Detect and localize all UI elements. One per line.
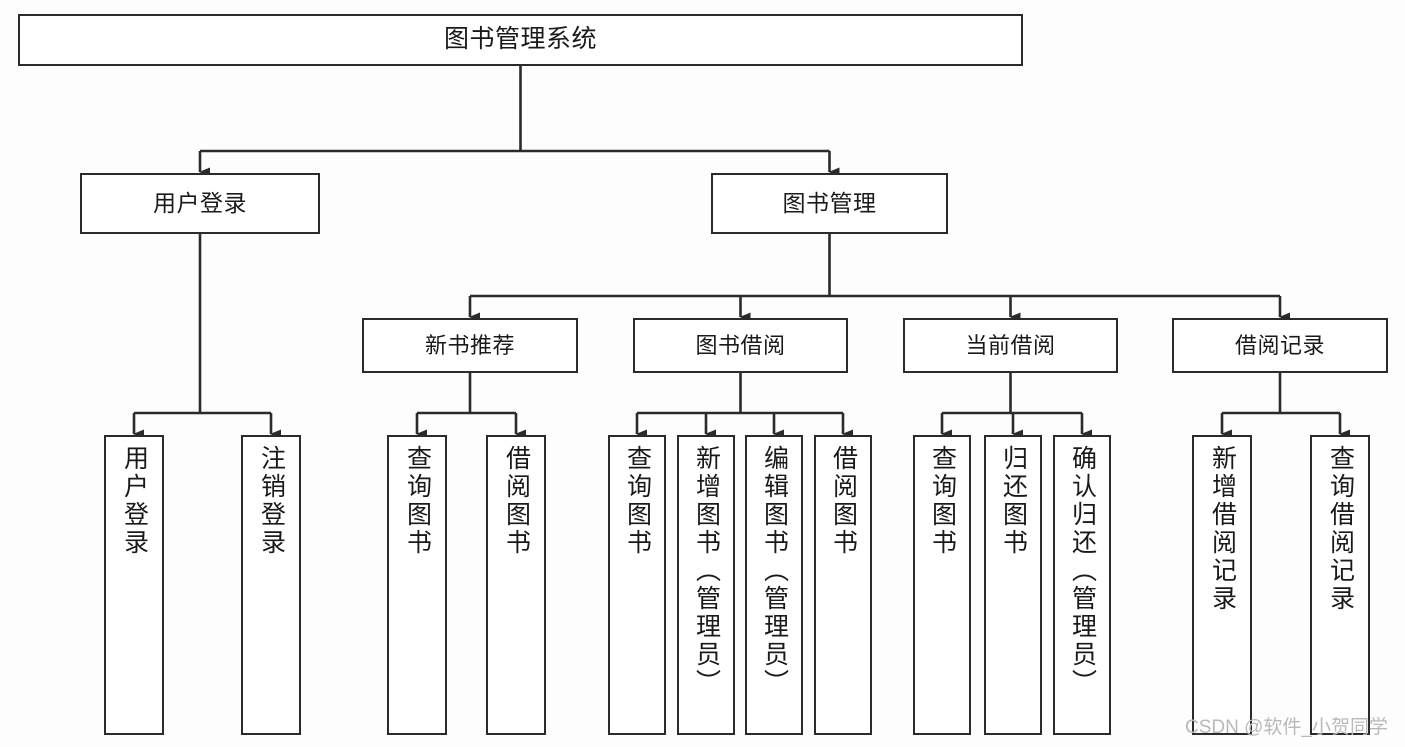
node-leaf-query-book-recommend[interactable]: 查询图书 [387,435,447,735]
node-label: 查询图书 [623,445,652,557]
node-current-borrow[interactable]: 当前借阅 [903,318,1118,373]
node-label: 图书管理系统 [443,25,597,54]
node-leaf-user-logout[interactable]: 注销登录 [241,435,301,735]
node-leaf-add-borrow-record[interactable]: 新增借阅记录 [1192,435,1252,735]
node-user-login[interactable]: 用户登录 [80,173,320,234]
node-leaf-return-book[interactable]: 归还图书 [984,435,1042,735]
node-label: 用户登录 [120,445,149,557]
node-label: 新增借阅记录 [1208,445,1237,613]
node-label: 新书推荐 [424,332,515,358]
node-leaf-edit-book[interactable]: 编辑图书（管理员） [745,435,803,735]
node-label: 借阅记录 [1234,332,1325,358]
node-label: 借阅图书 [829,445,858,557]
node-label: 查询借阅记录 [1326,445,1355,613]
node-new-book-recommend[interactable]: 新书推荐 [362,318,578,373]
node-label: 用户登录 [153,189,247,216]
node-root-book-management-system[interactable]: 图书管理系统 [18,14,1023,66]
node-leaf-user-login[interactable]: 用户登录 [104,435,164,735]
node-book-management[interactable]: 图书管理 [711,173,948,234]
node-leaf-query-borrow-record[interactable]: 查询借阅记录 [1310,435,1370,735]
node-leaf-confirm-return[interactable]: 确认归还（管理员） [1053,435,1111,735]
node-label: 查询图书 [403,445,432,557]
node-label: 确认归还（管理员） [1068,445,1097,697]
node-book-borrow[interactable]: 图书借阅 [633,318,848,373]
node-label: 借阅图书 [502,445,531,557]
node-leaf-query-book-borrow[interactable]: 查询图书 [608,435,666,735]
node-leaf-borrow-book[interactable]: 借阅图书 [814,435,872,735]
node-label: 归还图书 [999,445,1028,557]
node-leaf-query-book-current[interactable]: 查询图书 [913,435,971,735]
node-label: 图书管理 [782,189,877,216]
node-borrow-record[interactable]: 借阅记录 [1172,318,1388,373]
node-label: 新增图书（管理员） [692,445,721,697]
node-label: 当前借阅 [965,332,1056,358]
node-label: 查询图书 [928,445,957,557]
node-leaf-borrow-book-recommend[interactable]: 借阅图书 [486,435,546,735]
node-label: 编辑图书（管理员） [760,445,789,697]
node-label: 注销登录 [257,445,286,557]
node-label: 图书借阅 [695,332,786,358]
node-leaf-add-book[interactable]: 新增图书（管理员） [677,435,735,735]
